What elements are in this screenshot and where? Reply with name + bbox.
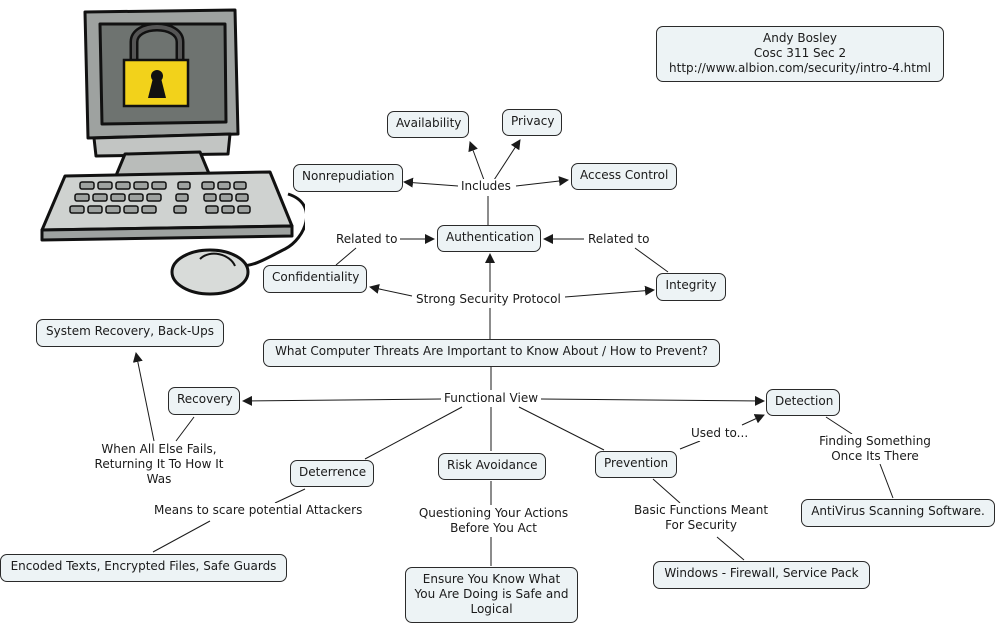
label-related-right: Related to (586, 232, 652, 247)
label-strong-protocol: Strong Security Protocol (414, 292, 563, 307)
edge-prevention-basic (652, 478, 681, 504)
edge-functional-prevention (518, 406, 605, 451)
node-access-control[interactable]: Access Control (571, 163, 677, 190)
node-antivirus[interactable]: AntiVirus Scanning Software. (801, 499, 995, 527)
course-name: Cosc 311 Sec 2 (753, 46, 847, 60)
node-root-question[interactable]: What Computer Threats Are Important to K… (263, 339, 720, 367)
edge-protocol-conf (369, 283, 413, 297)
label-when-all-else-fails: When All Else Fails, Returning It To How… (92, 442, 226, 487)
node-system-recovery[interactable]: System Recovery, Back-Ups (36, 319, 224, 347)
node-windows-firewall[interactable]: Windows - Firewall, Service Pack (653, 561, 870, 589)
edge-deterrence-means (274, 488, 306, 504)
node-confidentiality[interactable]: Confidentiality (263, 265, 367, 293)
label-related-left: Related to (334, 232, 400, 247)
edge-includes-nonrep (403, 177, 459, 188)
label-basic-functions: Basic Functions Meant For Security (628, 503, 774, 533)
node-risk-avoidance[interactable]: Risk Avoidance (438, 453, 546, 480)
label-questioning: Questioning Your Actions Before You Act (410, 506, 577, 536)
label-used-to: Used to... (689, 426, 751, 441)
author-info-box: Andy Bosley Cosc 311 Sec 2 http://www.al… (656, 26, 944, 82)
edge-integ-related (634, 247, 669, 273)
node-encoded-texts[interactable]: Encoded Texts, Encrypted Files, Safe Gua… (0, 554, 287, 582)
edge-recovery-whenall (175, 416, 195, 442)
node-detection[interactable]: Detection (766, 389, 840, 416)
node-nonrepudiation[interactable]: Nonrepudiation (293, 164, 403, 192)
label-means-to-scare: Means to scare potential Attackers (152, 503, 365, 518)
edge-finding-antivirus (879, 463, 894, 499)
node-prevention[interactable]: Prevention (595, 451, 677, 478)
label-functional-view: Functional View (442, 391, 541, 406)
edge-prevention-usedto (679, 440, 701, 450)
label-includes: Includes (459, 179, 513, 194)
source-url: http://www.albion.com/security/intro-4.h… (669, 61, 931, 75)
edge-whenall-sysrec (132, 352, 155, 442)
label-finding-something: Finding Something Once Its There (812, 434, 938, 464)
edge-functional-recovery (242, 395, 442, 406)
node-deterrence[interactable]: Deterrence (290, 460, 374, 487)
node-privacy[interactable]: Privacy (502, 109, 562, 136)
edge-means-encoded (152, 520, 211, 553)
edge-detection-finding (825, 416, 853, 435)
edge-includes-availability (468, 141, 485, 181)
edge-functional-detection (540, 395, 765, 406)
computer-padlock-icon (40, 8, 305, 296)
author-name: Andy Bosley (763, 31, 837, 45)
edge-protocol-integ (564, 285, 655, 298)
edge-includes-privacy (493, 139, 521, 181)
node-authentication[interactable]: Authentication (437, 225, 541, 252)
node-recovery[interactable]: Recovery (168, 387, 240, 415)
edge-conf-related (335, 247, 357, 266)
edge-usedto-detection (741, 414, 765, 426)
edge-includes-access (515, 176, 569, 187)
edge-basic-windows (716, 536, 745, 561)
node-ensure-safe[interactable]: Ensure You Know What You Are Doing is Sa… (405, 567, 578, 623)
node-integrity[interactable]: Integrity (656, 273, 726, 301)
node-availability[interactable]: Availability (387, 111, 469, 138)
padlock-icon (122, 22, 190, 108)
edge-functional-deterrence (364, 406, 463, 460)
